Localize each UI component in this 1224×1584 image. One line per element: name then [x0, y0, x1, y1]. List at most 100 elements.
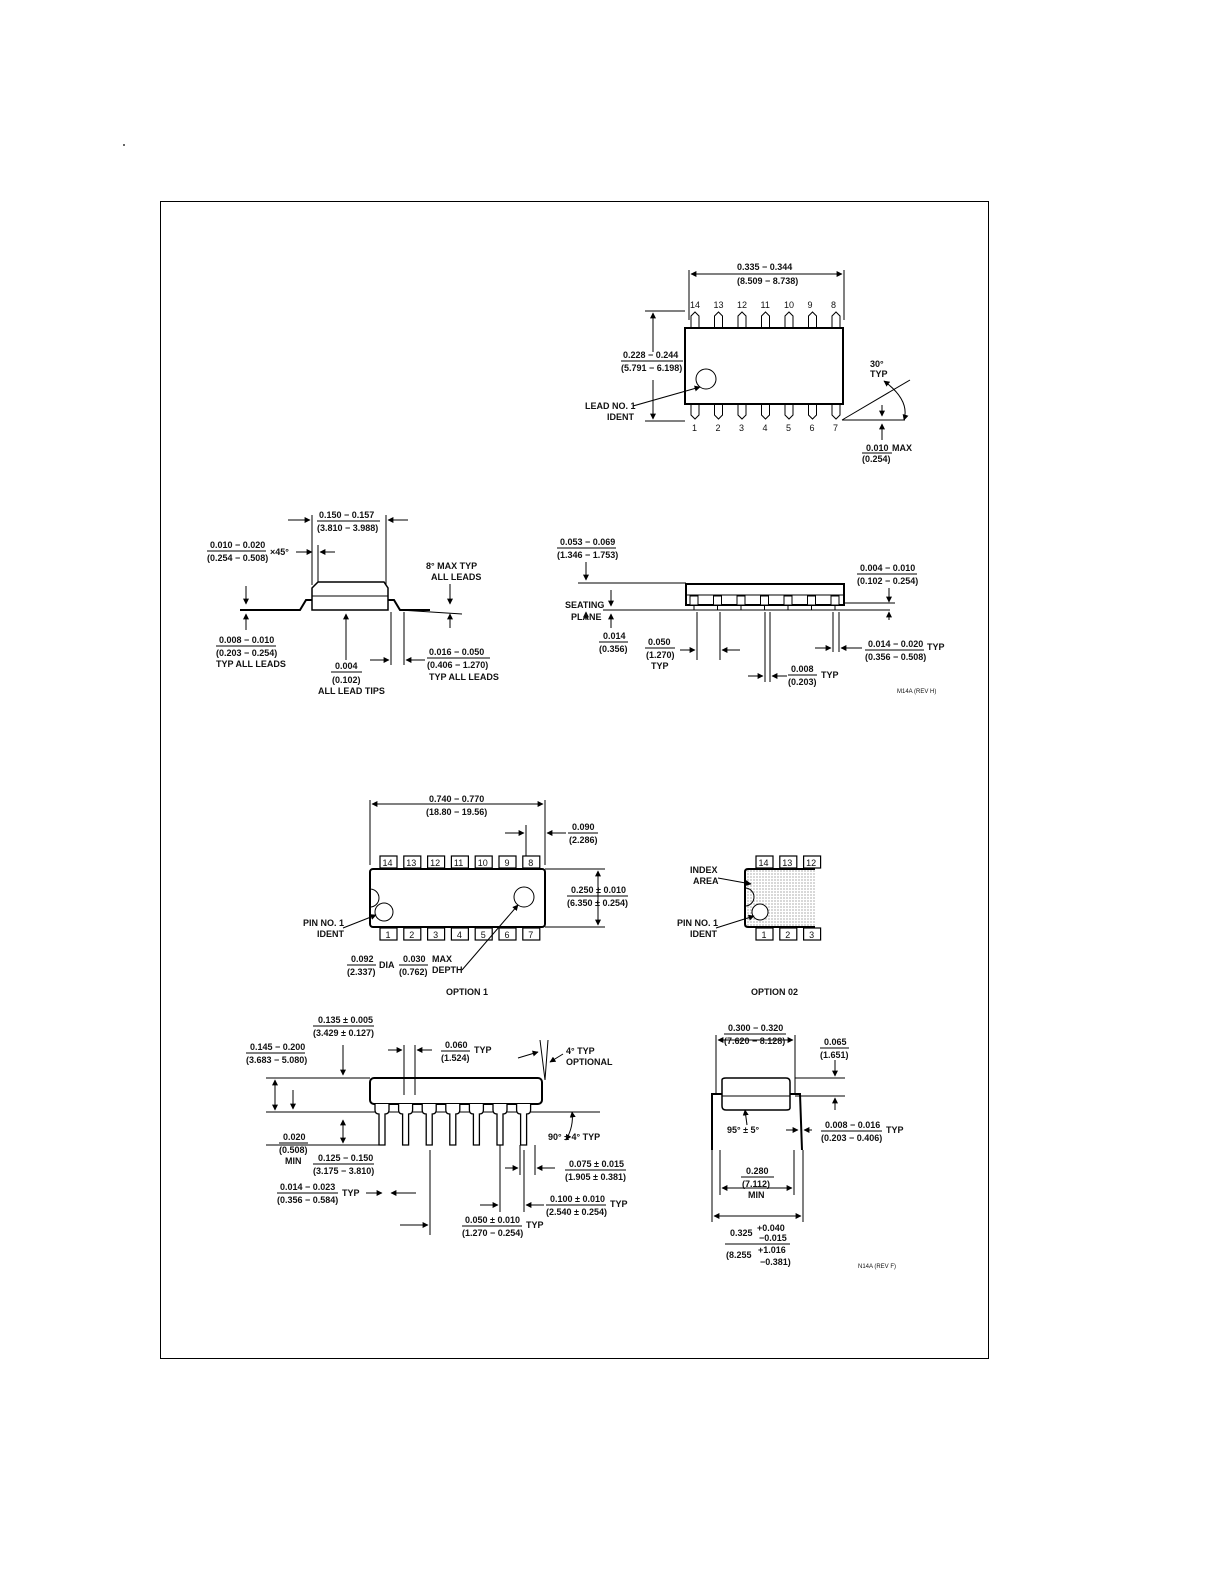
dip14-side-body	[369, 1077, 543, 1105]
dip14-length-mm: (18.80 − 19.56)	[426, 807, 487, 817]
so14-lead-w-in: 0.014 − 0.020	[868, 639, 923, 649]
dip14-side-pin	[468, 1104, 485, 1146]
so14-bottom-pin-label: 3	[739, 423, 744, 433]
so14-gap-mm: (0.203)	[788, 677, 817, 687]
dip14-top-pin-label: 10	[478, 858, 488, 868]
dip14-side-view: 0.135 ± 0.005 (3.429 ± 0.127) 0.145 − 0.…	[246, 1015, 628, 1238]
dip14-span-mm-tol-m: −0.381)	[760, 1257, 791, 1267]
so14-lead-w-typ: TYP	[927, 642, 945, 652]
dip14-min-row-mm: (7.112)	[742, 1179, 770, 1189]
dip14-span-in: 0.325	[730, 1228, 753, 1238]
dip14-top-pin: 11	[450, 855, 469, 869]
dip14-depth-label-2: DEPTH	[432, 965, 463, 975]
so14-body	[684, 327, 844, 405]
so14-bottom-pin-label: 1	[692, 423, 697, 433]
so14-lead-thk-in: 0.008 − 0.010	[219, 635, 274, 645]
dip14-end-view: 0.300 − 0.320 (7.620 − 8.128) 0.065 (1.6…	[711, 1023, 904, 1270]
dip14-side-pin	[492, 1104, 508, 1146]
dip14-body	[369, 868, 546, 928]
dip14-rev: N14A (REV F)	[858, 1264, 896, 1270]
so14-lead-thk-mm: (0.203 − 0.254)	[216, 648, 277, 658]
so14-angle: 30°	[870, 359, 884, 369]
so14-foot-in: 0.016 − 0.050	[429, 647, 484, 657]
dip14-opt2-bottom-pin: 2	[779, 927, 798, 941]
dip14-seat-mm: (0.508)	[279, 1145, 308, 1155]
dip14-opt2-ident-1: PIN NO. 1	[677, 918, 718, 928]
dip14-total-h-in: 0.145 − 0.200	[250, 1042, 305, 1052]
so14-pitch-mm: (1.270)	[646, 650, 675, 660]
dip14-bottom-pin: 2	[403, 927, 422, 941]
so14-bottom-pin: 4	[761, 404, 770, 433]
so14-sp-in: 0.014	[603, 631, 626, 641]
so14-pitch-typ: TYP	[651, 661, 669, 671]
so14-side-lead	[736, 595, 746, 606]
dip14-top-pin-label: 11	[454, 858, 463, 868]
dip14-shoulder-in: 0.060	[445, 1040, 468, 1050]
so14-side-lead	[807, 595, 816, 606]
so14-body-w-in: 0.150 − 0.157	[319, 510, 374, 520]
dip14-shoulder-typ: TYP	[474, 1045, 492, 1055]
dip14-bottom-pin-label: 7	[528, 930, 533, 940]
so14-lead-ident-1: LEAD NO. 1	[585, 401, 636, 411]
so14-tip-mm: (0.254)	[862, 454, 891, 464]
dip14-index-2: AREA	[693, 876, 719, 886]
so14-pin1-dot	[695, 368, 717, 390]
dip14-top-mm: (1.651)	[820, 1050, 849, 1060]
so14-top-pin: 11	[761, 300, 770, 328]
dip14-span-in-tol-m: −0.015	[759, 1233, 787, 1243]
dip14-length-in: 0.740 − 0.770	[429, 794, 484, 804]
dip14-span-mm: (8.255	[726, 1250, 752, 1260]
dip14-shoulder-mm: (1.524)	[441, 1053, 470, 1063]
so14-height-in: 0.053 − 0.069	[560, 537, 615, 547]
so14-chamfer-in: 0.010 − 0.020	[210, 540, 265, 550]
so14-width-in: 0.228 − 0.244	[623, 350, 678, 360]
dip14-dia-label: DIA	[379, 960, 395, 970]
dip14-opt2-bottom-pin: 1	[755, 927, 774, 941]
so14-top-pin-label: 13	[714, 300, 724, 310]
dip14-lead-t-in: 0.008 − 0.016	[825, 1120, 880, 1130]
dip14-end-mm: (2.286)	[569, 835, 598, 845]
dip14-pin1-dot	[374, 902, 394, 922]
so14-bottom-pin-label: 5	[786, 423, 791, 433]
so14-bottom-pin-label: 2	[716, 423, 721, 433]
dip14-end-body	[721, 1077, 791, 1111]
dip14-pin-w-typ: TYP	[342, 1188, 360, 1198]
dip14-row-in: 0.300 − 0.320	[728, 1023, 783, 1033]
dip14-opt2-bottom-pin-label: 1	[762, 930, 767, 940]
dip14-opt2-top-pin-label: 14	[759, 858, 769, 868]
so14-side-lead	[713, 595, 722, 606]
dip14-pin-ident-2: IDENT	[317, 929, 345, 939]
dip14-side-pin	[515, 1104, 532, 1146]
so14-bottom-pin: 6	[808, 404, 817, 433]
so14-coplan-in: 0.004	[335, 661, 358, 671]
dip14-opt2-top-pin-label: 13	[782, 858, 792, 868]
dip14-option02: OPTION 02	[751, 987, 798, 997]
so14-side-view: 0.053 − 0.069 (1.346 − 1.753) SEATING PL…	[557, 537, 945, 695]
dip14-pin-len-in: 0.125 − 0.150	[318, 1153, 373, 1163]
so14-lead-thk-note: TYP ALL LEADS	[216, 659, 286, 669]
so14-bottom-pin: 7	[831, 404, 841, 433]
so14-max-typ-2: ALL LEADS	[431, 572, 481, 582]
so14-seating-1: SEATING	[565, 600, 604, 610]
so14-rev: M14A (REV H)	[897, 689, 936, 695]
dip14-bottom-pin-label: 5	[481, 930, 486, 940]
so14-coplan-mm: (0.102)	[332, 675, 361, 685]
dip14-opt2-bottom-pin-label: 3	[809, 930, 814, 940]
dip14-side-pin	[397, 1104, 414, 1146]
so14-lead-w-mm: (0.356 − 0.508)	[865, 652, 926, 662]
dip14-opt2-top-pin-label: 12	[806, 858, 816, 868]
so14-foot-note: TYP ALL LEADS	[429, 672, 499, 682]
dip14-angle4-2: OPTIONAL	[566, 1057, 613, 1067]
dip14-top-pin-label: 14	[383, 858, 393, 868]
dip14-opt2-bottom-pin-label: 2	[785, 930, 790, 940]
so14-body-w-mm: (3.810 − 3.988)	[317, 523, 378, 533]
dip14-bottom-pin: 4	[450, 927, 469, 941]
dip14-bottom-pin-label: 2	[409, 930, 414, 940]
dip14-pin-ident-1: PIN NO. 1	[303, 918, 344, 928]
